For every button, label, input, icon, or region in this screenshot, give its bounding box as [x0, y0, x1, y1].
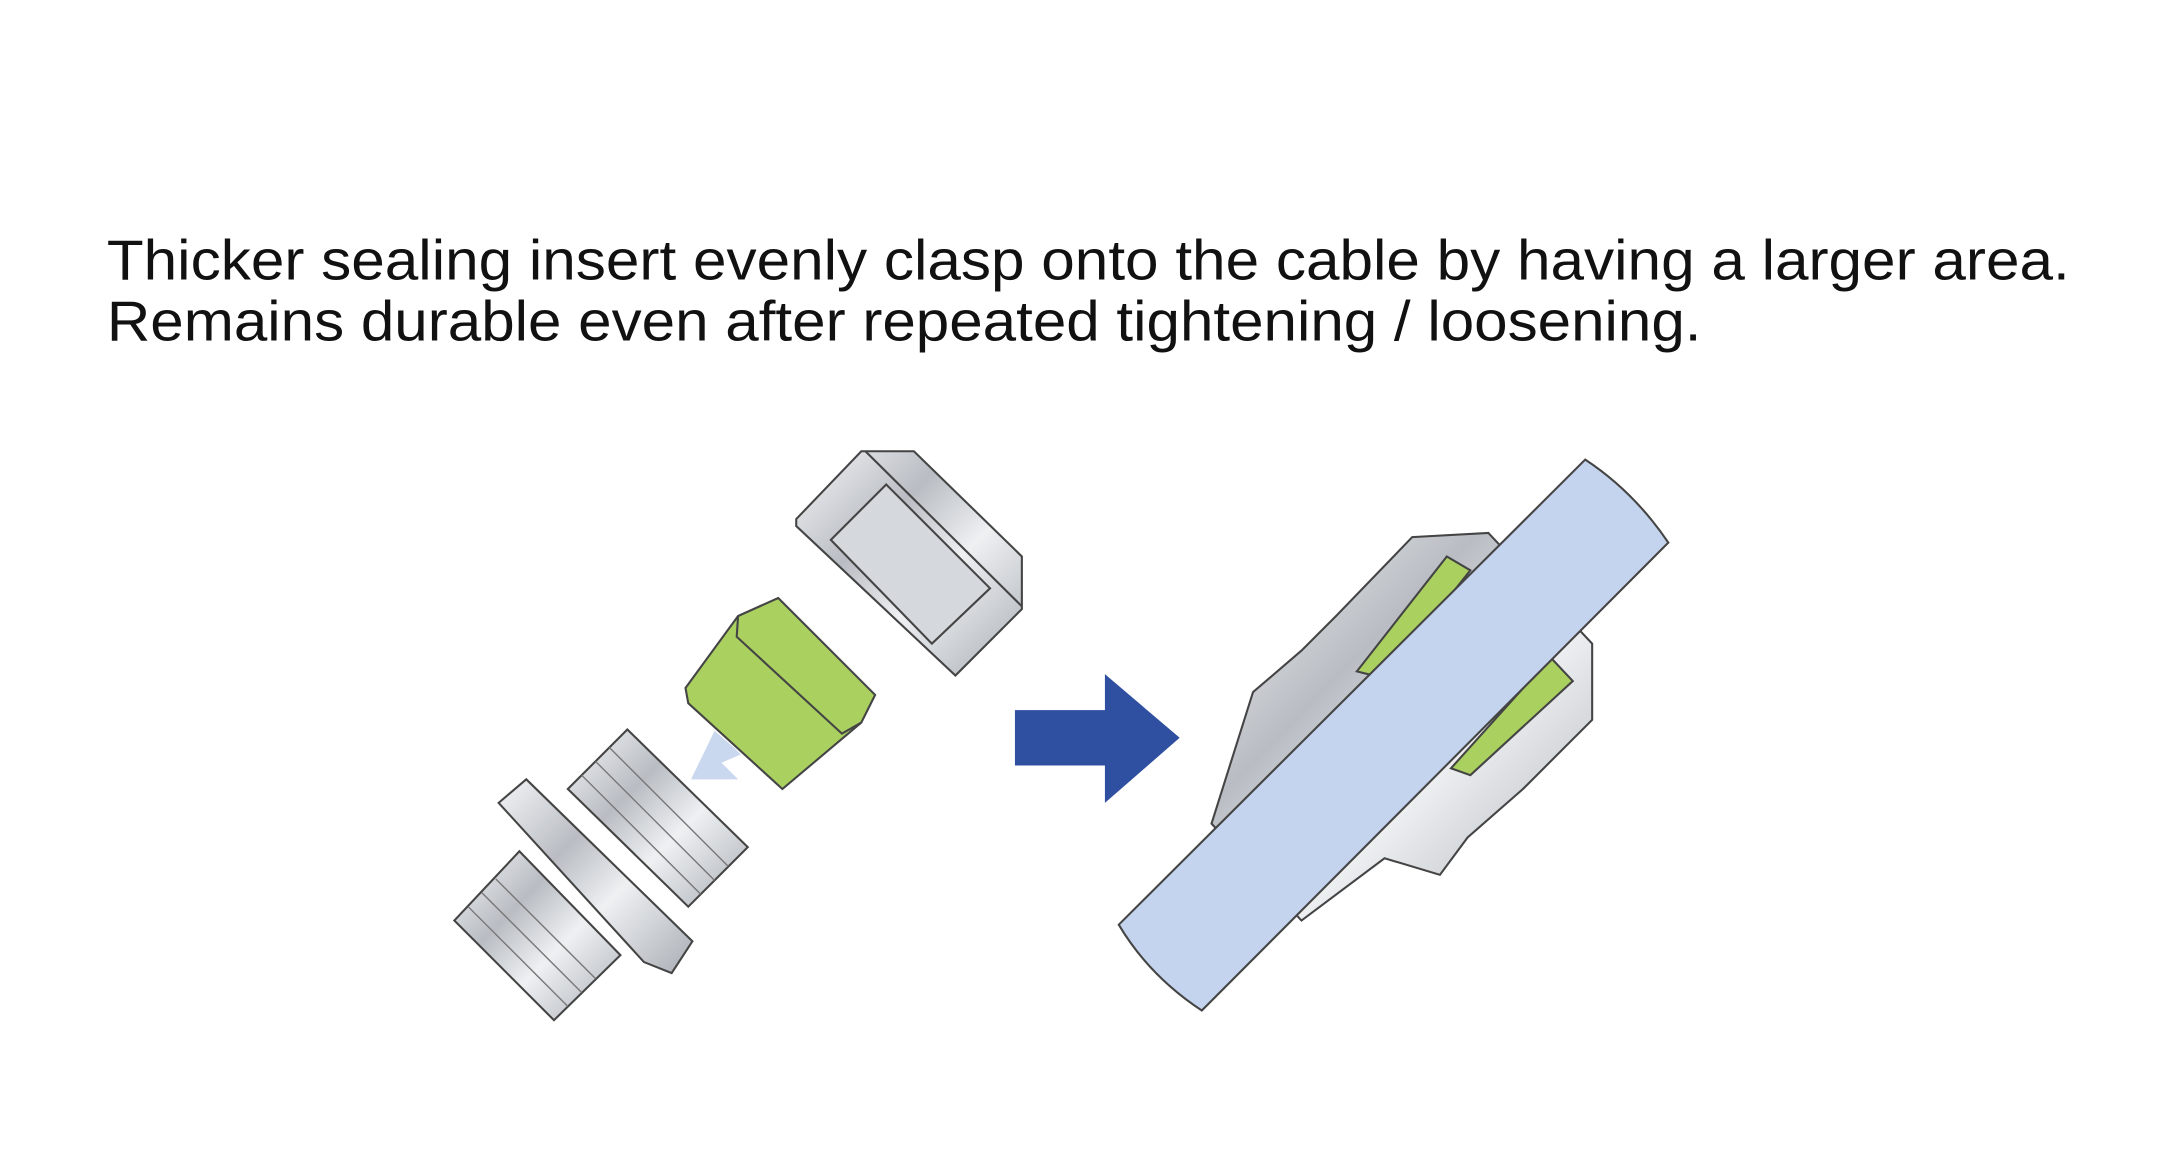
assembly-arrow-icon [1014, 674, 1180, 803]
caption-line-2: Remains durable even after repeated tigh… [107, 291, 1702, 354]
sealing-insert [684, 596, 877, 791]
gland-body [452, 728, 750, 1022]
insert-direction-arrow-icon [691, 730, 741, 780]
cable [1117, 458, 1670, 1012]
cap-nut [795, 450, 1023, 677]
caption-line-1: Thicker sealing insert evenly clasp onto… [107, 230, 2070, 293]
